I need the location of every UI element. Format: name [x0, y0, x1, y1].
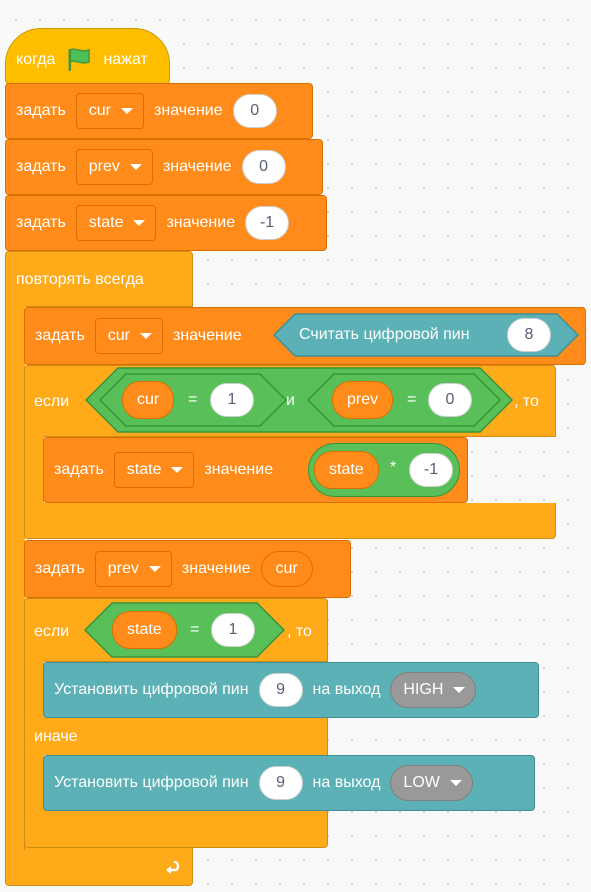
set-digital-pin-low-block[interactable]: Установить цифровой пин 9 на выход LOW: [43, 755, 535, 811]
variable-reporter-state[interactable]: state: [112, 611, 177, 649]
value-input[interactable]: 0: [428, 383, 472, 417]
variable-dropdown-cur[interactable]: cur: [75, 93, 145, 129]
if-label: если: [34, 393, 70, 410]
dropdown-arrow-icon: [140, 333, 153, 339]
multiply-operator[interactable]: state * -1: [308, 443, 460, 497]
value-label: значение: [166, 214, 236, 231]
set-label: задать: [16, 158, 66, 175]
hat-when-label: когда: [16, 51, 56, 68]
set-pin-label: Установить цифровой пин: [54, 774, 249, 791]
and-label: и: [286, 392, 295, 409]
dropdown-arrow-icon: [133, 220, 146, 226]
green-flag-icon: [65, 47, 93, 73]
set-digital-pin-high-block[interactable]: Установить цифровой пин 9 на выход HIGH: [43, 662, 539, 718]
forever-label: повторять всегда: [16, 271, 144, 288]
if-else-middle[interactable]: иначе: [24, 717, 328, 755]
dropdown-value: prev: [107, 560, 139, 577]
level-dropdown-high[interactable]: HIGH: [390, 672, 477, 708]
value-label: значение: [204, 461, 274, 478]
then-label: , то: [287, 623, 312, 640]
dropdown-arrow-icon: [449, 780, 462, 786]
then-label: , то: [514, 393, 539, 410]
dropdown-value: cur: [88, 102, 112, 119]
set-label: задать: [35, 560, 85, 577]
dropdown-value: cur: [107, 327, 131, 344]
equals-sign: =: [407, 391, 417, 408]
when-flag-clicked-block[interactable]: когда нажат: [5, 28, 170, 84]
dropdown-arrow-icon: [148, 566, 161, 572]
dropdown-value: state: [88, 214, 124, 231]
dropdown-arrow-icon: [129, 164, 142, 170]
multiply-sign: *: [390, 459, 397, 476]
if-block-arm: [24, 430, 44, 510]
set-pin-label: Установить цифровой пин: [54, 681, 249, 698]
if-else-block-bottom[interactable]: [24, 808, 328, 848]
set-label: задать: [35, 327, 85, 344]
set-prev-cur-block[interactable]: задать prev значение cur: [24, 540, 351, 598]
equals-operator-state[interactable]: state = 1: [83, 602, 286, 658]
value-input[interactable]: -1: [245, 206, 290, 240]
loop-arrow-icon: [164, 858, 182, 876]
variable-dropdown-state[interactable]: state: [75, 205, 157, 241]
output-label: на выход: [312, 774, 381, 791]
variable-reporter-cur[interactable]: cur: [122, 381, 175, 419]
pin-input[interactable]: 9: [258, 766, 303, 800]
variable-reporter-state[interactable]: state: [314, 451, 379, 489]
set-cur-block[interactable]: задать cur значение 0: [5, 83, 313, 139]
value-input[interactable]: 1: [211, 613, 255, 647]
value-input[interactable]: 0: [232, 94, 277, 128]
dropdown-value: state: [126, 461, 162, 478]
output-label: на выход: [312, 681, 381, 698]
read-digital-pin-reporter[interactable]: Считать цифровой пин 8: [272, 313, 580, 357]
variable-dropdown-prev[interactable]: prev: [75, 149, 153, 185]
forever-block-top[interactable]: повторять всегда: [5, 251, 193, 307]
value-input[interactable]: 1: [210, 383, 254, 417]
variable-reporter-cur[interactable]: cur: [260, 551, 313, 587]
pin-input[interactable]: 8: [507, 318, 551, 352]
dropdown-arrow-icon: [121, 108, 134, 114]
dropdown-arrow-icon: [453, 687, 466, 693]
equals-operator-cur[interactable]: cur = 1: [98, 373, 288, 427]
equals-sign: =: [190, 621, 200, 638]
pin-input[interactable]: 9: [258, 673, 303, 707]
value-label: значение: [162, 158, 232, 175]
read-digital-pin-label: Считать цифровой пин: [299, 326, 470, 343]
dropdown-arrow-icon: [171, 467, 184, 473]
set-prev-block[interactable]: задать prev значение 0: [5, 139, 323, 195]
dropdown-value: HIGH: [403, 681, 444, 698]
level-dropdown-low[interactable]: LOW: [390, 765, 473, 801]
set-state-block[interactable]: задать state значение -1: [5, 195, 327, 251]
dropdown-value: prev: [88, 158, 120, 175]
value-label: значение: [154, 102, 223, 119]
equals-operator-prev[interactable]: prev = 0: [306, 373, 502, 427]
variable-dropdown-prev[interactable]: prev: [94, 551, 172, 587]
forever-block-arm: [5, 300, 25, 850]
set-label: задать: [54, 461, 104, 478]
if-label: если: [34, 623, 70, 640]
if-block-bottom[interactable]: [24, 503, 556, 539]
value-label: значение: [173, 327, 242, 344]
hat-pressed-label: нажат: [103, 51, 148, 68]
set-label: задать: [16, 214, 66, 231]
value-label: значение: [181, 560, 251, 577]
dropdown-value: LOW: [403, 774, 440, 791]
variable-reporter-prev[interactable]: prev: [332, 381, 394, 419]
variable-dropdown-cur[interactable]: cur: [94, 318, 164, 354]
else-label: иначе: [34, 728, 78, 745]
forever-block-bottom[interactable]: [5, 848, 193, 886]
variable-dropdown-state[interactable]: state: [113, 452, 195, 488]
value-input[interactable]: -1: [409, 453, 453, 487]
value-input[interactable]: 0: [241, 150, 286, 184]
set-label: задать: [16, 102, 66, 119]
equals-sign: =: [188, 391, 198, 408]
